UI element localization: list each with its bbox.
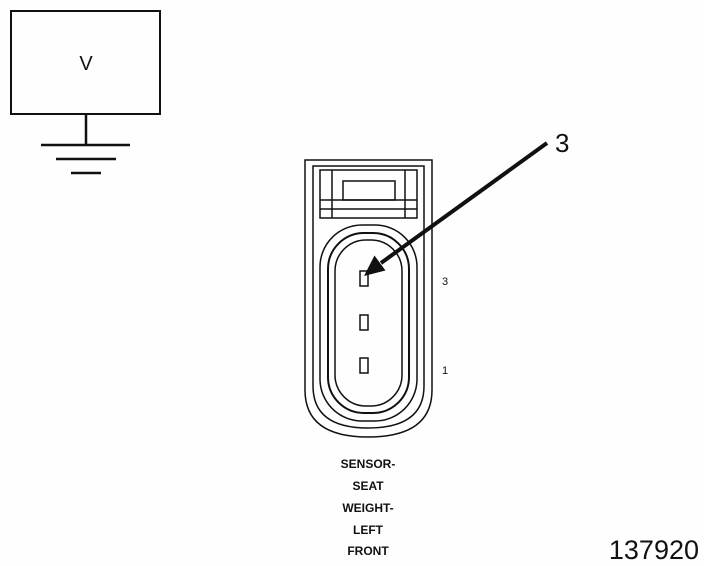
connector xyxy=(304,159,433,438)
caption-line: LEFT xyxy=(353,523,384,537)
connector-lock-tab xyxy=(319,169,418,219)
connector-caption: SENSOR- SEAT WEIGHT- LEFT FRONT xyxy=(341,457,396,558)
pin-cavity-1 xyxy=(359,357,369,374)
caption-line: SEAT xyxy=(352,479,384,493)
connector-outer-housing xyxy=(304,159,433,438)
callout-label: 3 xyxy=(555,128,569,158)
voltmeter-label: V xyxy=(79,53,93,75)
pin-label-bottom: 1 xyxy=(442,365,448,377)
connector-seal-outer xyxy=(319,224,418,422)
caption-line: SENSOR- xyxy=(341,457,396,471)
voltmeter: V xyxy=(10,10,161,115)
caption-line: WEIGHT- xyxy=(342,501,393,515)
connector-housing-inner xyxy=(312,165,425,429)
connector-seal-middle xyxy=(327,232,410,414)
figure-number: 137920 xyxy=(609,535,699,565)
caption-line: FRONT xyxy=(347,544,389,558)
ground-icon xyxy=(41,114,130,175)
pin-label-top: 3 xyxy=(442,276,448,288)
pin-cavity-3 xyxy=(359,270,369,287)
pin-cavity-2 xyxy=(359,314,369,331)
callout-arrow xyxy=(364,141,549,276)
connector-seal-inner xyxy=(334,239,403,407)
